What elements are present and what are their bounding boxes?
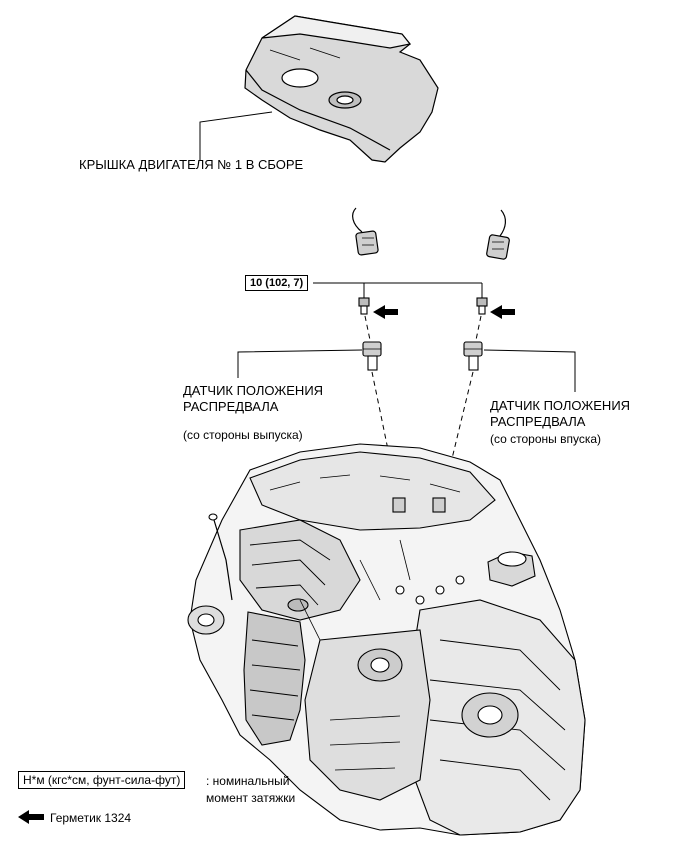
install-lines [364, 315, 482, 509]
sealant-arrow-icon [373, 305, 398, 319]
engine-cover-label: КРЫШКА ДВИГАТЕЛЯ № 1 В СБОРЕ [79, 157, 304, 172]
torque-desc-line2: момент затяжки [206, 791, 296, 805]
intake-sensor-leader [483, 349, 576, 392]
connector-exhaust [352, 207, 379, 256]
camshaft-sensor-intake [463, 341, 483, 371]
exhaust-sensor-label-line1: ДАТЧИК ПОЛОЖЕНИЯ [183, 383, 324, 398]
engine-cover-drawing [244, 15, 439, 163]
bolt-exhaust [358, 297, 370, 315]
exhaust-sensor-leader [237, 349, 363, 378]
intake-sensor-side-label: (со стороны впуска) [490, 432, 602, 446]
torque-value-box: 10 (102, 7) [245, 275, 309, 291]
sealant-legend-label: Герметик 1324 [50, 811, 132, 825]
sealant-arrow-icon [18, 810, 44, 824]
torque-unit-legend: Н*м (кгс*см, фунт-сила-фут) [18, 771, 186, 789]
torque-bracket [313, 282, 483, 298]
torque-desc-line1: : номинальный [206, 774, 290, 788]
camshaft-sensor-exhaust [362, 341, 382, 371]
sealant-arrow-icon [490, 305, 515, 319]
intake-sensor-label-line1: ДАТЧИК ПОЛОЖЕНИЯ [490, 398, 631, 413]
bolt-intake [476, 297, 488, 315]
engine-assembly-drawing [187, 443, 586, 836]
exhaust-sensor-label-line2: РАСПРЕДВАЛА [183, 399, 279, 414]
connector-intake [486, 209, 510, 260]
engine-cover-leader [199, 111, 273, 160]
intake-sensor-label-line2: РАСПРЕДВАЛА [490, 414, 586, 429]
exhaust-sensor-side-label: (со стороны выпуска) [183, 428, 303, 442]
